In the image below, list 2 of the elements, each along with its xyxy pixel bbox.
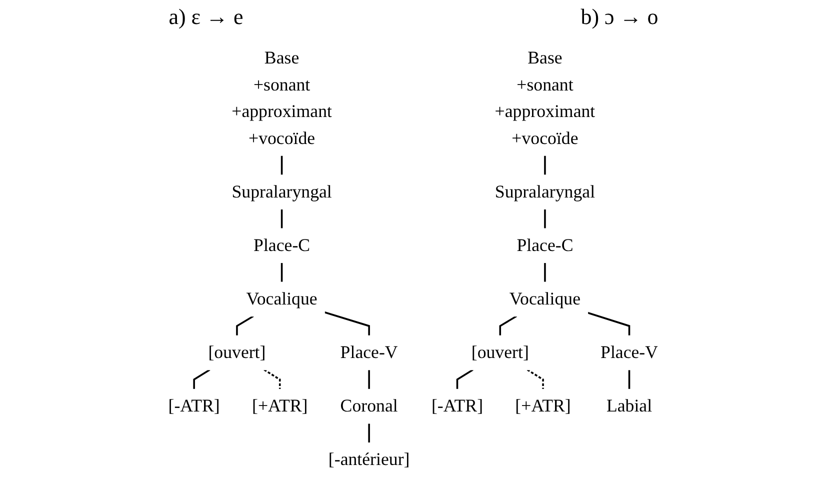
tree-heading: b) ɔ → o [580, 4, 658, 30]
tree-heading: a) ε → e [168, 4, 244, 30]
